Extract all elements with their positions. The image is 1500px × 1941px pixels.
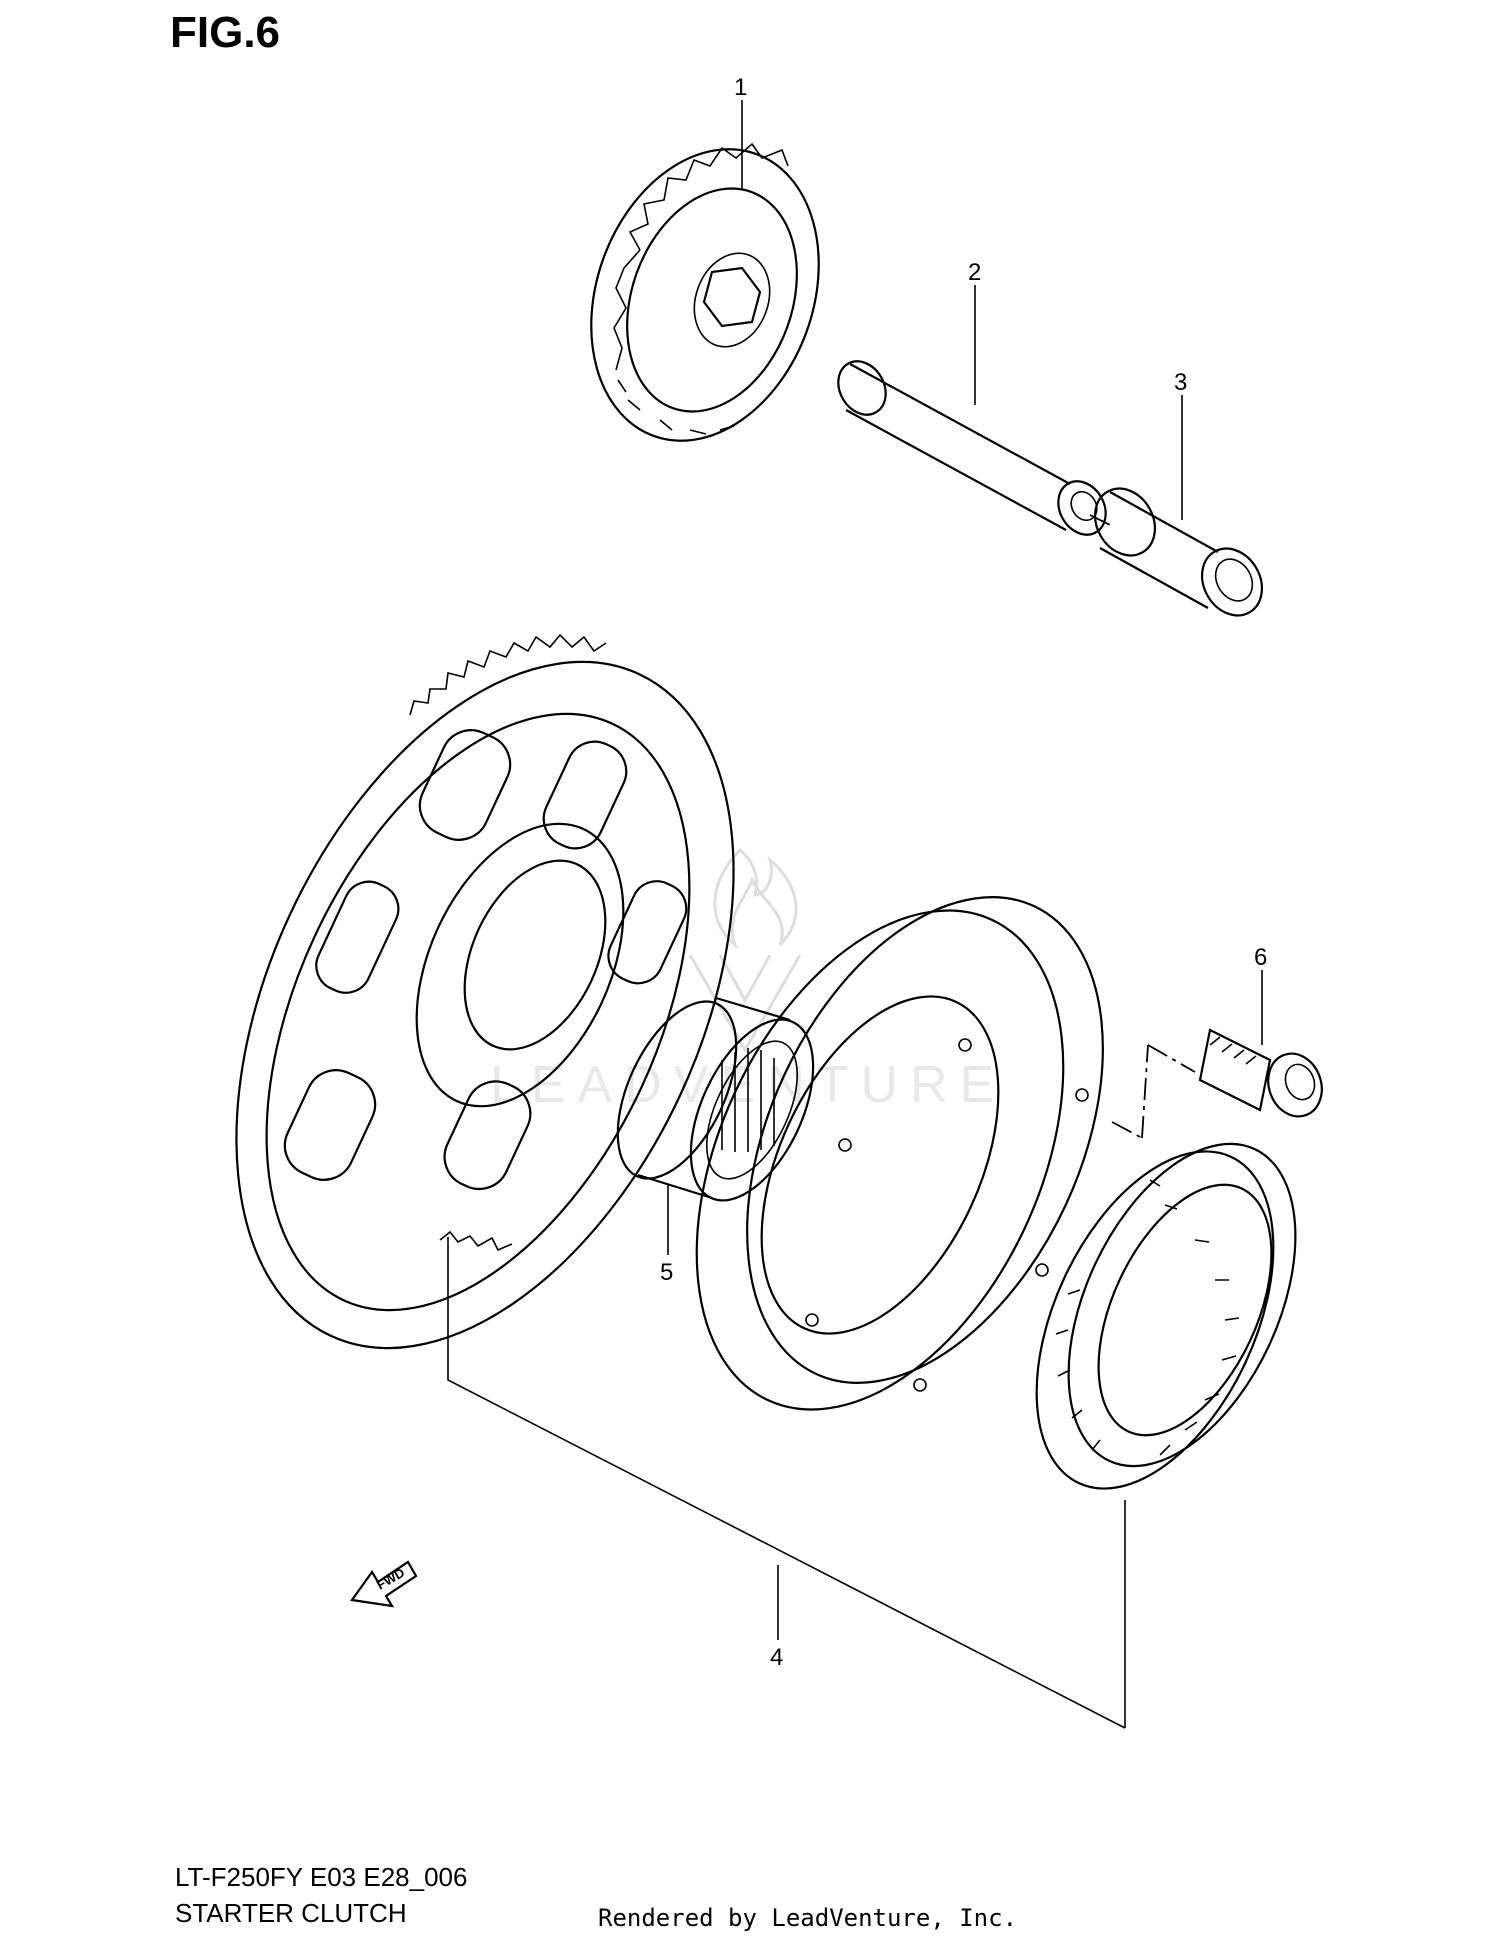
callout-leaders (447, 100, 1263, 1729)
assembly-centerline (1089, 514, 1111, 526)
section-name: STARTER CLUTCH (175, 1898, 407, 1928)
callout-6: 6 (1254, 944, 1267, 971)
part-3-bushing (1093, 487, 1264, 617)
fwd-arrow-icon: FWD (350, 1560, 418, 1608)
figure-title: FIG.6 (170, 8, 281, 57)
assembly-centerline (1147, 1044, 1196, 1073)
part-4-clutch-housing (695, 896, 1104, 1411)
rendered-by-credit: Rendered by LeadVenture, Inc. (598, 1904, 1018, 1932)
callout-5: 5 (660, 1259, 673, 1286)
callout-4: 4 (770, 1644, 783, 1671)
part-5-needle-bearing (616, 996, 815, 1202)
part-1-idle-gear (590, 142, 820, 442)
watermark-text: LEADVENTURE (490, 1056, 1007, 1114)
callout-2: 2 (968, 259, 981, 286)
fwd-label: FWD (374, 1565, 407, 1593)
assembly-centerline (1111, 1121, 1143, 1139)
part-6-bolt (1198, 1028, 1323, 1118)
callout-1: 1 (734, 74, 747, 101)
part-2-shaft (837, 360, 1107, 536)
model-code: LT-F250FY E03 E28_006 (175, 1862, 468, 1892)
starter-driven-gear (235, 633, 735, 1350)
part-4-sprag-clutch (1035, 1142, 1297, 1490)
callout-3: 3 (1174, 369, 1187, 396)
assembly-centerline (1141, 1044, 1149, 1139)
watermark-logo (688, 847, 802, 1053)
